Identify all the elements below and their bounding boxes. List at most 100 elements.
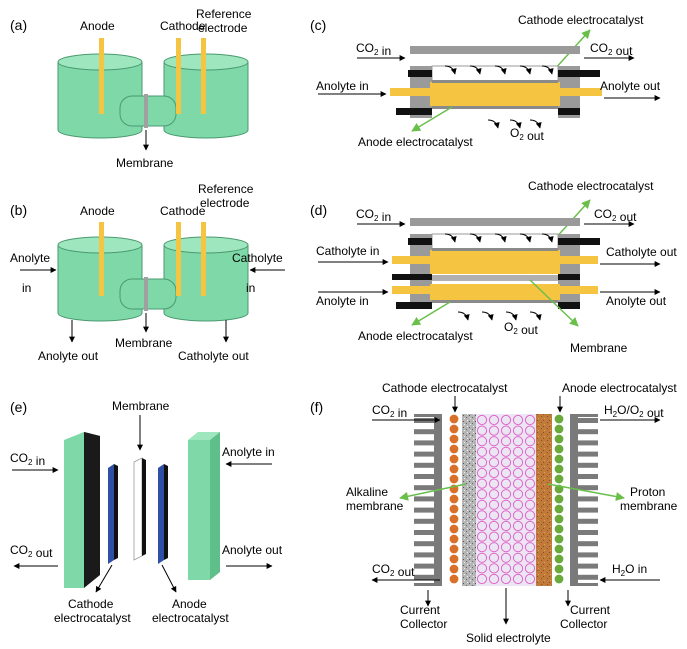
electrolyte-bead — [476, 436, 488, 447]
current-collector-left-label-line2: Collector — [400, 617, 447, 631]
electrolyte-bead — [524, 552, 536, 563]
electrolyte-bead — [500, 542, 512, 553]
proton-membrane-layer — [536, 414, 552, 586]
flow-swirl — [541, 65, 554, 75]
collector-tooth — [576, 541, 598, 547]
cathode-particle — [449, 514, 459, 524]
cathode-electrocatalyst-arrow — [95, 564, 113, 593]
electrolyte-bead — [500, 563, 512, 574]
flow-swirl — [519, 65, 532, 75]
collector-tooth — [414, 440, 436, 446]
electrolyte-bead — [524, 467, 536, 479]
anode-electrode — [99, 222, 104, 296]
panel-c: (c) Cathode electrocatalyst CO2 in CO — [310, 13, 661, 149]
electrolyte-bead — [500, 457, 512, 468]
panel-a-label: (a) — [10, 17, 27, 33]
gasket-left-top — [408, 70, 432, 77]
cathode-electrode — [176, 38, 181, 114]
o2-out-label: O2 out — [504, 320, 538, 337]
collector-tooth — [576, 496, 598, 502]
catholyte-out-label: Catholyte out — [178, 349, 249, 363]
o2-out-label: O2 out — [510, 126, 544, 143]
collector-tooth — [576, 429, 598, 435]
cathode-electrocatalyst-label-line1: Cathode — [68, 597, 114, 611]
membrane-label: Membrane — [116, 156, 174, 170]
cathode-particle — [449, 524, 459, 534]
alkaline-membrane-layer — [462, 414, 476, 586]
electrolyte-bead — [476, 542, 488, 553]
electrolyte-bead — [512, 425, 524, 436]
anode-label: Anode — [80, 19, 115, 33]
cathode-particle — [449, 494, 459, 504]
anode-electrocatalyst-pointer — [411, 301, 451, 326]
electrolyte-bead — [524, 499, 536, 510]
collector-bottom — [570, 583, 598, 586]
gas-chamber — [431, 233, 559, 251]
anolyte-in-label: Anolyte in — [316, 79, 369, 93]
anode-plate — [432, 300, 558, 303]
membrane-label: Membrane — [570, 341, 628, 355]
anode-particles — [554, 414, 564, 584]
anode-plate — [432, 106, 558, 109]
electrolyte-bead — [524, 446, 536, 457]
cathode-particle — [449, 454, 459, 464]
gasket — [558, 238, 600, 245]
co2-out-label: CO2 out — [594, 207, 637, 224]
reference-electrode — [201, 38, 206, 114]
membrane-layer — [133, 457, 143, 561]
o2-swirl — [529, 119, 542, 129]
anode-electrocatalyst-arrow — [161, 564, 177, 593]
cathode-particle — [449, 554, 459, 564]
electrolyte-bead — [500, 499, 512, 510]
electrolyte-bead — [488, 510, 500, 521]
electrolyte-bead — [500, 510, 512, 521]
o2-swirl — [505, 311, 518, 321]
electrolyte-bead — [488, 457, 500, 468]
electrolyte-bead — [524, 478, 536, 489]
membrane-layer — [432, 275, 558, 281]
co2-in-label: CO2 in — [356, 41, 391, 58]
anode-electrocatalyst-layer — [158, 464, 164, 564]
gas-channel-top — [410, 46, 580, 54]
collector-tooth — [414, 507, 436, 513]
anolyte-in-label: Anolyte in — [222, 445, 275, 459]
membrane-strip — [144, 94, 148, 128]
anode-label: Anode — [80, 204, 115, 218]
flow-swirl — [494, 233, 507, 243]
electrolyte-bead — [500, 467, 512, 479]
collector-tooth — [576, 451, 598, 457]
electrolyte-bead — [524, 510, 536, 521]
cathode-particle — [449, 444, 459, 454]
gasket — [558, 302, 580, 309]
anode-electrocatalyst-label: Anode electrocatalyst — [562, 381, 677, 395]
electrolyte-bead — [524, 563, 536, 574]
cathode-electrocatalyst-label: Cathode electrocatalyst — [528, 179, 654, 193]
electrolyte-bead — [488, 489, 500, 500]
collector-tooth — [576, 518, 598, 524]
electrolyte-bead — [488, 446, 500, 457]
electrolyte-bead — [476, 520, 488, 532]
current-collector-right — [570, 414, 598, 586]
cathode-particle — [449, 474, 459, 484]
collector-spine — [434, 414, 442, 586]
electrolyte-bead — [488, 436, 500, 447]
collector-tooth — [576, 530, 598, 535]
electrolyte-bead — [500, 436, 512, 447]
panel-b: (b) Anode Cathode Reference electrode An… — [10, 182, 285, 363]
h2o-in-label: H2O in — [612, 562, 647, 578]
panel-e: (e) Membrane CO2 in CO2 out Anolyte in A… — [10, 399, 283, 625]
flow-swirl — [469, 233, 482, 243]
flow-swirl — [469, 65, 482, 75]
electrolyte-bead — [500, 425, 512, 436]
alkaline-membrane-label-line1: Alkaline — [346, 485, 388, 499]
electrolyte-bead — [500, 478, 512, 489]
alkaline-membrane-pointer — [399, 483, 467, 501]
electrolyte-bead — [524, 436, 536, 447]
anode-particle — [554, 564, 564, 574]
gasket-left-bottom — [396, 108, 432, 115]
flow-swirl — [519, 233, 532, 243]
electrolyte-bead — [512, 552, 524, 563]
electrolyte-bead — [512, 446, 524, 457]
electrolyte-bead — [488, 467, 500, 479]
anolyte-out-label: Anolyte out — [222, 543, 283, 557]
